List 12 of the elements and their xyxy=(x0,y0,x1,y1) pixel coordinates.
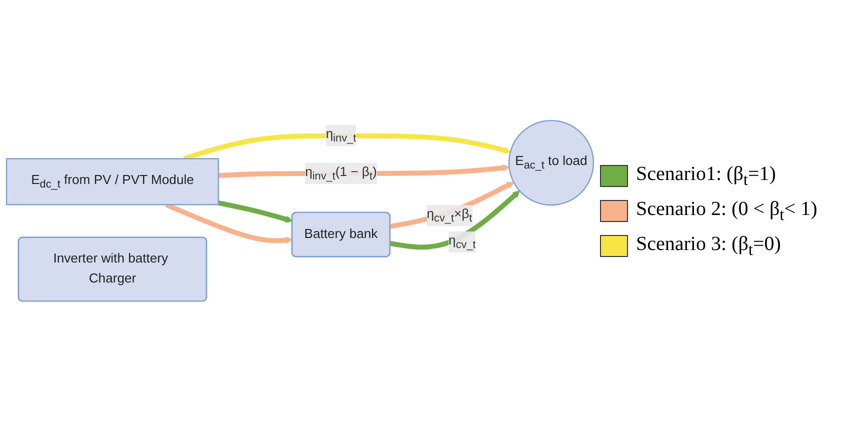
edge-label: η$_{inv_t}$ xyxy=(326,128,356,144)
edge-label: η$_{cv_t}$ xyxy=(448,234,476,251)
arrow xyxy=(390,182,514,229)
legend-text: Scenario 2: (0 < β$_{t}$< 1) xyxy=(636,198,818,224)
edge-label: η$_{inv_t}$(1 − β$_{t}$) xyxy=(305,165,377,182)
arrow xyxy=(218,200,293,223)
arrow xyxy=(390,190,520,250)
legend-text: Scenario 3: (β$_{t}$=0) xyxy=(636,232,781,260)
legend-text: Scenario1: (β$_{t}$=1) xyxy=(636,162,776,190)
edge-label: η$_{cv_t}$×β$_{t}$ xyxy=(426,208,472,224)
node-circle: E$_{ac_t}$ to load xyxy=(508,120,594,206)
node-box: E$_{dc_t}$ from PV / PVT Module xyxy=(6,158,220,206)
